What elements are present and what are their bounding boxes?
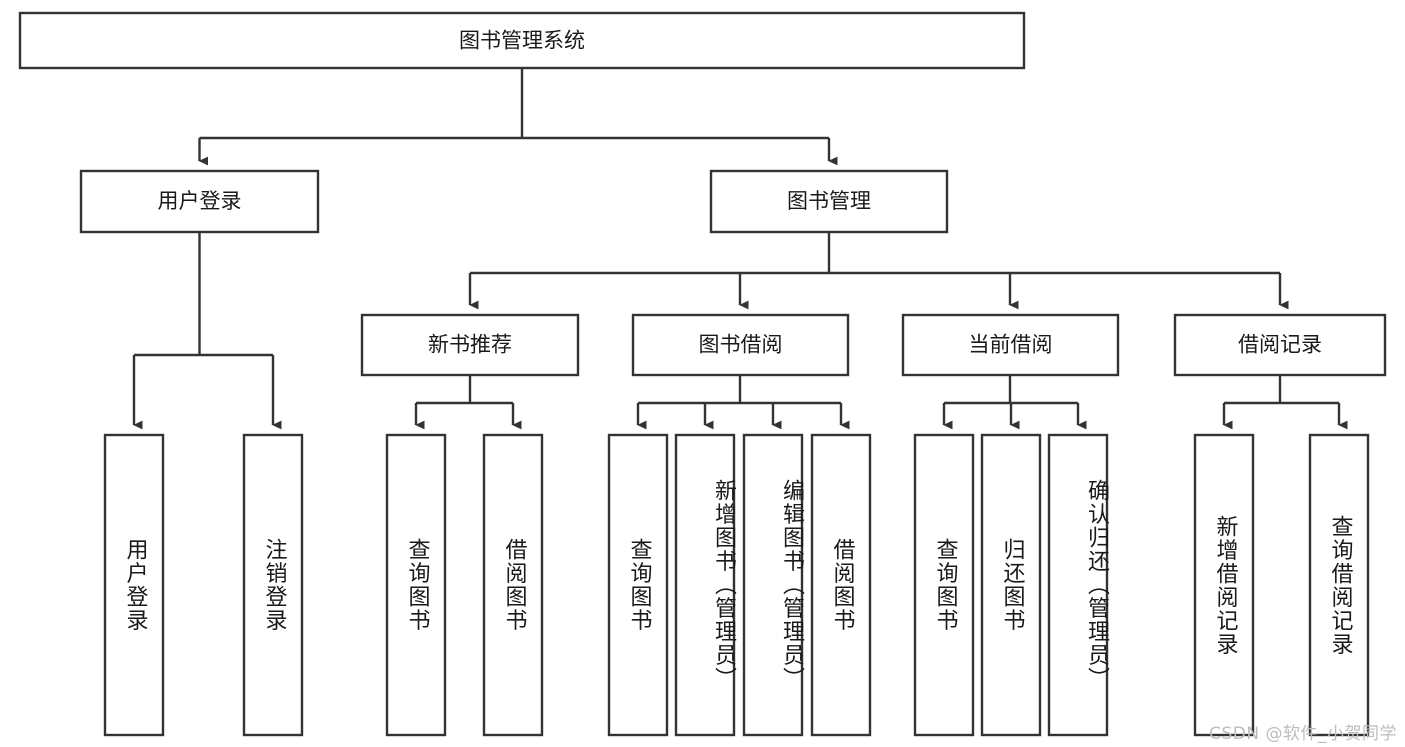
- connector-group-book-borrow: [636, 375, 850, 430]
- node-new-book-recommend[interactable]: 新书推荐: [360, 313, 580, 377]
- leaf-box-confirm-return[interactable]: [1047, 433, 1109, 737]
- node-user-login-box[interactable]: [79, 169, 320, 234]
- leaf-box-logout[interactable]: [242, 433, 304, 737]
- connector-group-book-manage: [468, 232, 1289, 310]
- leaf-box-user-login[interactable]: [103, 433, 165, 737]
- leaf-box-borrow-book-2[interactable]: [810, 433, 872, 737]
- csdn-watermark: CSDN @软件_小贺同学: [1209, 724, 1397, 744]
- node-new-book-recommend-box[interactable]: [360, 313, 580, 377]
- leaf-box-add-book[interactable]: [674, 433, 736, 737]
- node-user-login-label: 用户登录: [158, 189, 242, 213]
- leaf-box-query-book-1[interactable]: [385, 433, 447, 737]
- node-root-label: 图书管理系统: [459, 29, 585, 53]
- node-current-borrow-box[interactable]: [901, 313, 1120, 377]
- node-book-manage-box[interactable]: [709, 169, 949, 234]
- leaf-box-return-book[interactable]: [980, 433, 1042, 737]
- leaf-boxes: [103, 433, 1370, 737]
- node-borrow-record[interactable]: 借阅记录: [1173, 313, 1387, 377]
- node-borrow-record-box[interactable]: [1173, 313, 1387, 377]
- node-book-manage-label: 图书管理: [787, 189, 871, 213]
- connector-group-borrow-record: [1222, 375, 1348, 430]
- node-book-borrow-box[interactable]: [631, 313, 850, 377]
- leaf-box-add-record[interactable]: [1193, 433, 1255, 737]
- connector-group-root: [198, 68, 838, 166]
- connector-group-user-login: [132, 232, 282, 430]
- node-current-borrow[interactable]: 当前借阅: [901, 313, 1120, 377]
- node-root-box[interactable]: [18, 11, 1026, 70]
- node-book-borrow[interactable]: 图书借阅: [631, 313, 850, 377]
- connector-group-current-borrow: [942, 375, 1087, 430]
- node-current-borrow-label: 当前借阅: [969, 333, 1053, 357]
- node-book-borrow-label: 图书借阅: [699, 333, 783, 357]
- leaf-box-borrow-book-1[interactable]: [482, 433, 544, 737]
- node-new-book-recommend-label: 新书推荐: [428, 333, 512, 357]
- connector-group-new-book-recommend: [414, 375, 522, 430]
- node-user-login[interactable]: 用户登录: [79, 169, 320, 234]
- node-book-manage[interactable]: 图书管理: [709, 169, 949, 234]
- leaf-box-edit-book[interactable]: [742, 433, 804, 737]
- leaf-box-query-record[interactable]: [1308, 433, 1370, 737]
- node-root[interactable]: 图书管理系统: [18, 11, 1026, 70]
- leaf-box-query-book-2[interactable]: [607, 433, 669, 737]
- node-borrow-record-label: 借阅记录: [1238, 333, 1322, 357]
- leaf-box-query-book-3[interactable]: [913, 433, 975, 737]
